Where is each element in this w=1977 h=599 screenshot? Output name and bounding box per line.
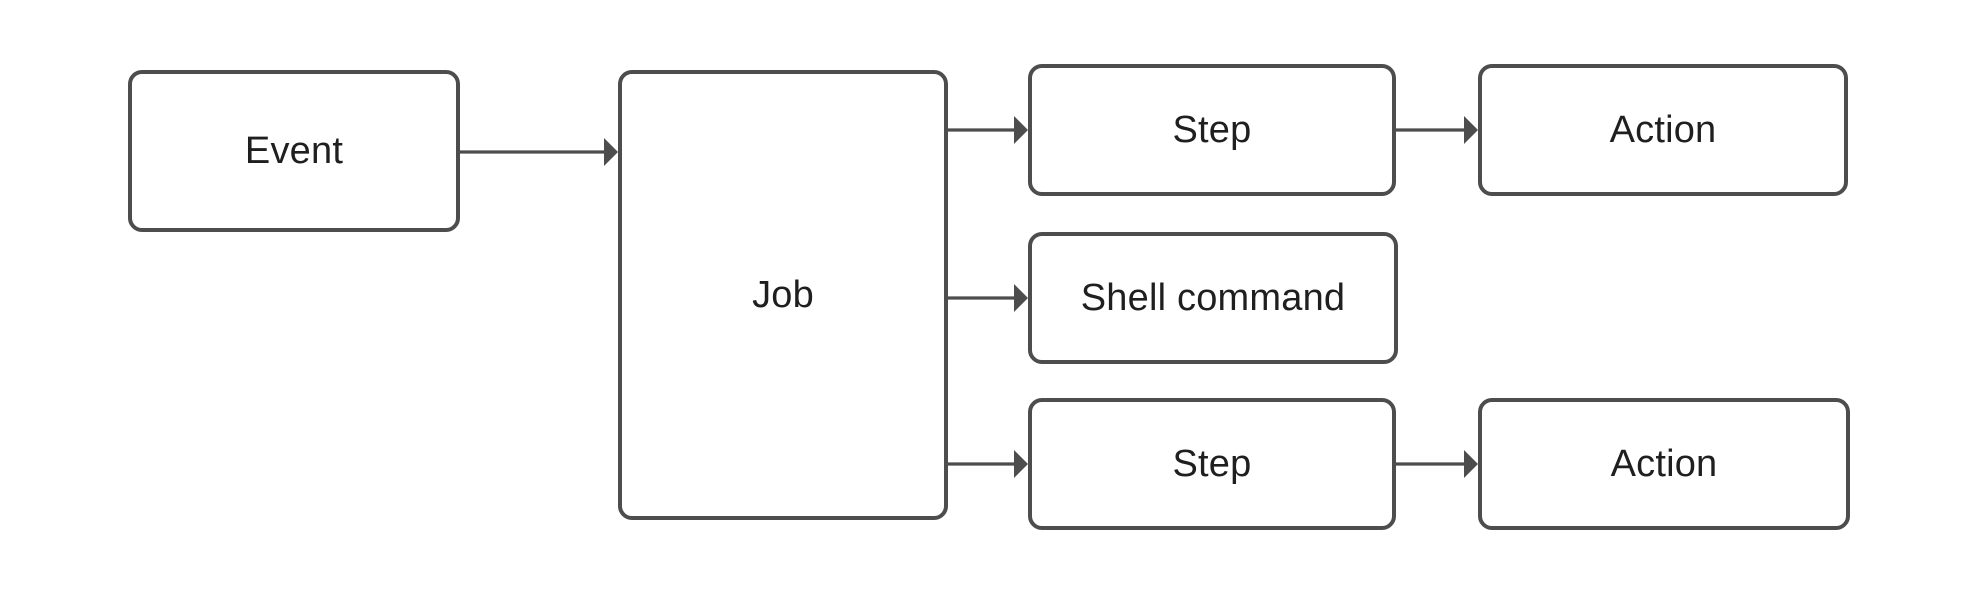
node-shell-command-label: Shell command (1080, 277, 1346, 319)
node-step-1[interactable]: Step (1028, 64, 1396, 196)
node-action-2-label: Action (1610, 443, 1718, 485)
edge-step-2-to-action-2 (1396, 450, 1478, 478)
node-job-label: Job (752, 274, 814, 316)
node-action-1[interactable]: Action (1478, 64, 1848, 196)
node-event-label: Event (244, 130, 344, 172)
edge-step-1-to-action-1 (1396, 116, 1478, 144)
node-step-1-label: Step (1172, 109, 1252, 151)
edge-event-to-job (460, 138, 618, 166)
node-step-2[interactable]: Step (1028, 398, 1396, 530)
node-action-2[interactable]: Action (1478, 398, 1850, 530)
node-job[interactable]: Job (618, 70, 948, 520)
edge-job-to-shell-command (948, 284, 1028, 312)
node-shell-command[interactable]: Shell command (1028, 232, 1398, 364)
node-action-1-label: Action (1609, 109, 1717, 151)
edge-job-to-step-2 (948, 450, 1028, 478)
node-step-2-label: Step (1172, 443, 1252, 485)
edge-job-to-step-1 (948, 116, 1028, 144)
node-event[interactable]: Event (128, 70, 460, 232)
